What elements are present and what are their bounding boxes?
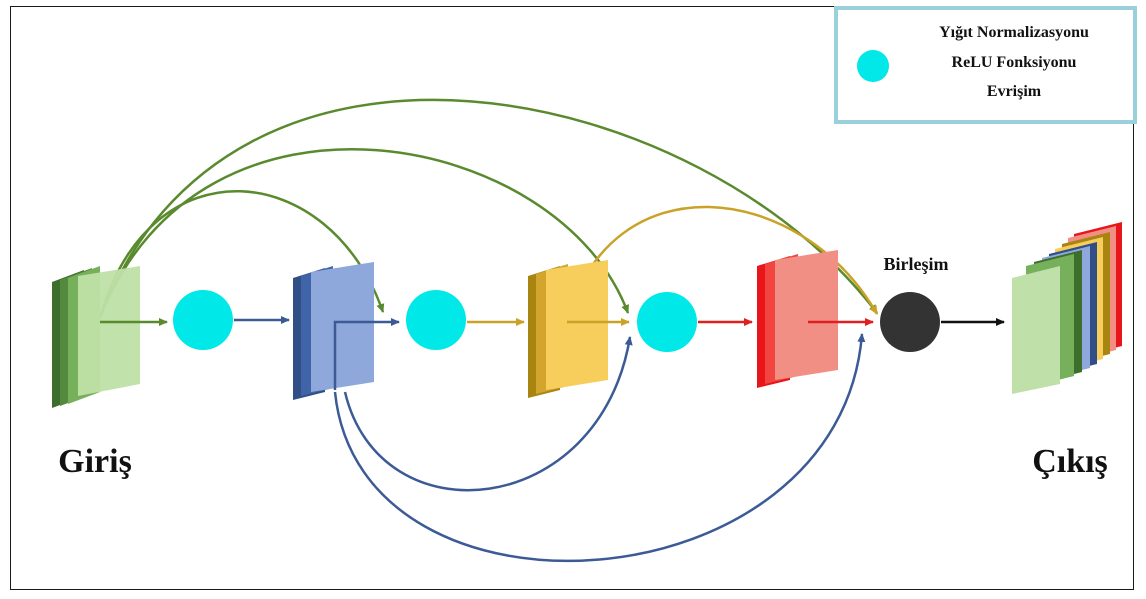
- output-block: [1012, 222, 1122, 394]
- merge-label: Birleşim: [884, 254, 949, 274]
- skip-connections-green: [98, 98, 878, 319]
- blue-feature-block: [293, 262, 374, 400]
- skip-connections-blue: [333, 333, 866, 563]
- red-feature-block: [757, 250, 838, 388]
- skip-input-to-merge: [98, 98, 878, 319]
- legend-line-batchnorm: Yığıt Normalizasyonu: [939, 24, 1089, 41]
- arrow-blue-to-node2: [333, 318, 400, 390]
- skip-input-to-node3: [98, 148, 630, 319]
- input-label: Giriş: [58, 443, 132, 480]
- merge-node: [880, 292, 940, 352]
- skip-blue-to-node3: [343, 336, 633, 492]
- output-label: Çıkış: [1032, 443, 1108, 480]
- bn-relu-conv-node-3: [637, 292, 697, 352]
- gold-feature-block: [528, 260, 608, 398]
- bn-relu-conv-node-1: [173, 290, 233, 350]
- input-block: [52, 266, 140, 408]
- legend: Yığıt Normalizasyonu ReLU Fonksiyonu Evr…: [834, 6, 1137, 124]
- legend-line-relu: ReLU Fonksiyonu: [952, 54, 1077, 71]
- legend-line-conv: Evrişim: [987, 83, 1042, 100]
- legend-node-icon: [857, 50, 889, 82]
- bn-relu-conv-node-2: [406, 290, 466, 350]
- skip-blue-to-merge: [333, 333, 866, 563]
- skip-input-to-node2: [98, 190, 385, 319]
